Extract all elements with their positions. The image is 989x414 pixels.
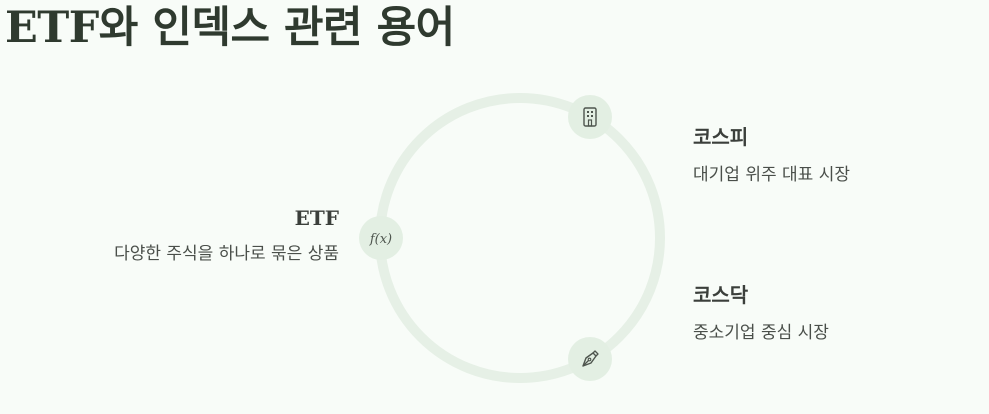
etf-node: f(x) — [359, 216, 403, 260]
cycle-ring-circle — [375, 93, 665, 383]
kospi-label: 코스피 — [693, 125, 749, 149]
kospi-description: 대기업 위주 대표 시장 — [693, 165, 850, 185]
kosdaq-node — [568, 337, 612, 381]
svg-text:f(x): f(x) — [369, 232, 392, 247]
pen-nib-icon — [582, 350, 599, 367]
etf-description: 다양한 주식을 하나로 묶은 상품 — [114, 244, 339, 264]
building-icon — [583, 107, 597, 127]
page-title: ETF와 인덱스 관련 용어 — [5, 3, 455, 53]
etf-label: ETF — [294, 206, 339, 230]
kosdaq-label: 코스닥 — [693, 283, 749, 307]
kosdaq-description: 중소기업 중심 시장 — [693, 323, 829, 343]
kospi-node — [568, 95, 612, 139]
function-icon: f(x) — [369, 232, 392, 247]
